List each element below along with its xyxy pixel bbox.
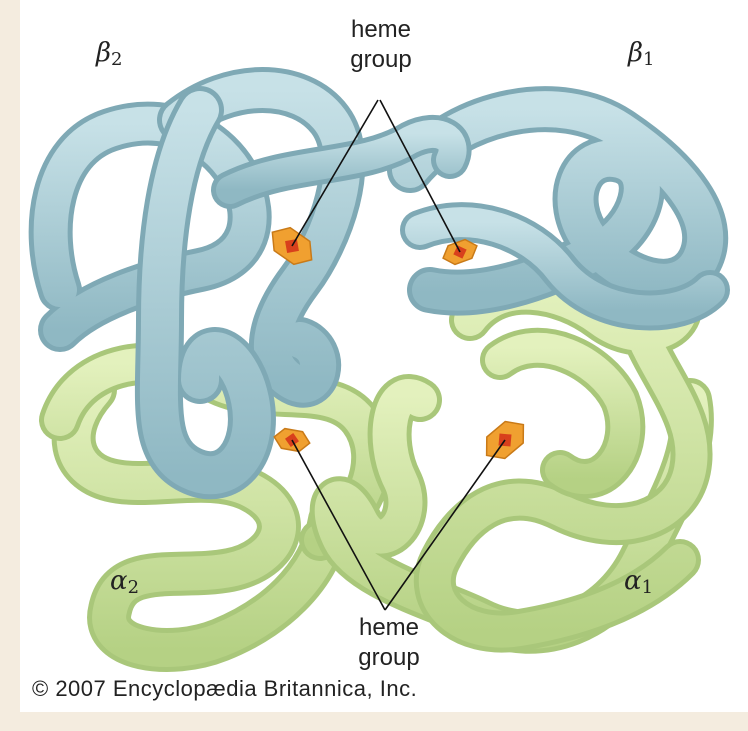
alpha1-label: α1 xyxy=(624,568,653,597)
alpha2-subscript: 2 xyxy=(128,577,139,598)
alpha2-label: α2 xyxy=(110,568,139,597)
heme-top-line2: group xyxy=(336,48,426,72)
copyright-credit: © 2007 Encyclopædia Britannica, Inc. xyxy=(32,676,417,702)
heme-top-line1: heme xyxy=(336,18,426,42)
beta2-subscript: 2 xyxy=(111,49,122,70)
beta2-symbol: β xyxy=(96,38,111,68)
heme-bottom-line2: group xyxy=(344,646,434,670)
beta1-symbol: β xyxy=(628,38,643,68)
alpha2-symbol: α xyxy=(110,566,128,596)
beta1-subscript: 1 xyxy=(643,49,654,70)
heme-group-bottom-label: heme group xyxy=(344,616,434,670)
beta2-label: β2 xyxy=(96,40,122,69)
alpha1-subscript: 1 xyxy=(642,577,653,598)
beta1-label: β1 xyxy=(628,40,654,69)
heme-group-top-label: heme group xyxy=(336,18,426,72)
heme-bottom-line1: heme xyxy=(344,616,434,640)
alpha1-symbol: α xyxy=(624,566,642,596)
